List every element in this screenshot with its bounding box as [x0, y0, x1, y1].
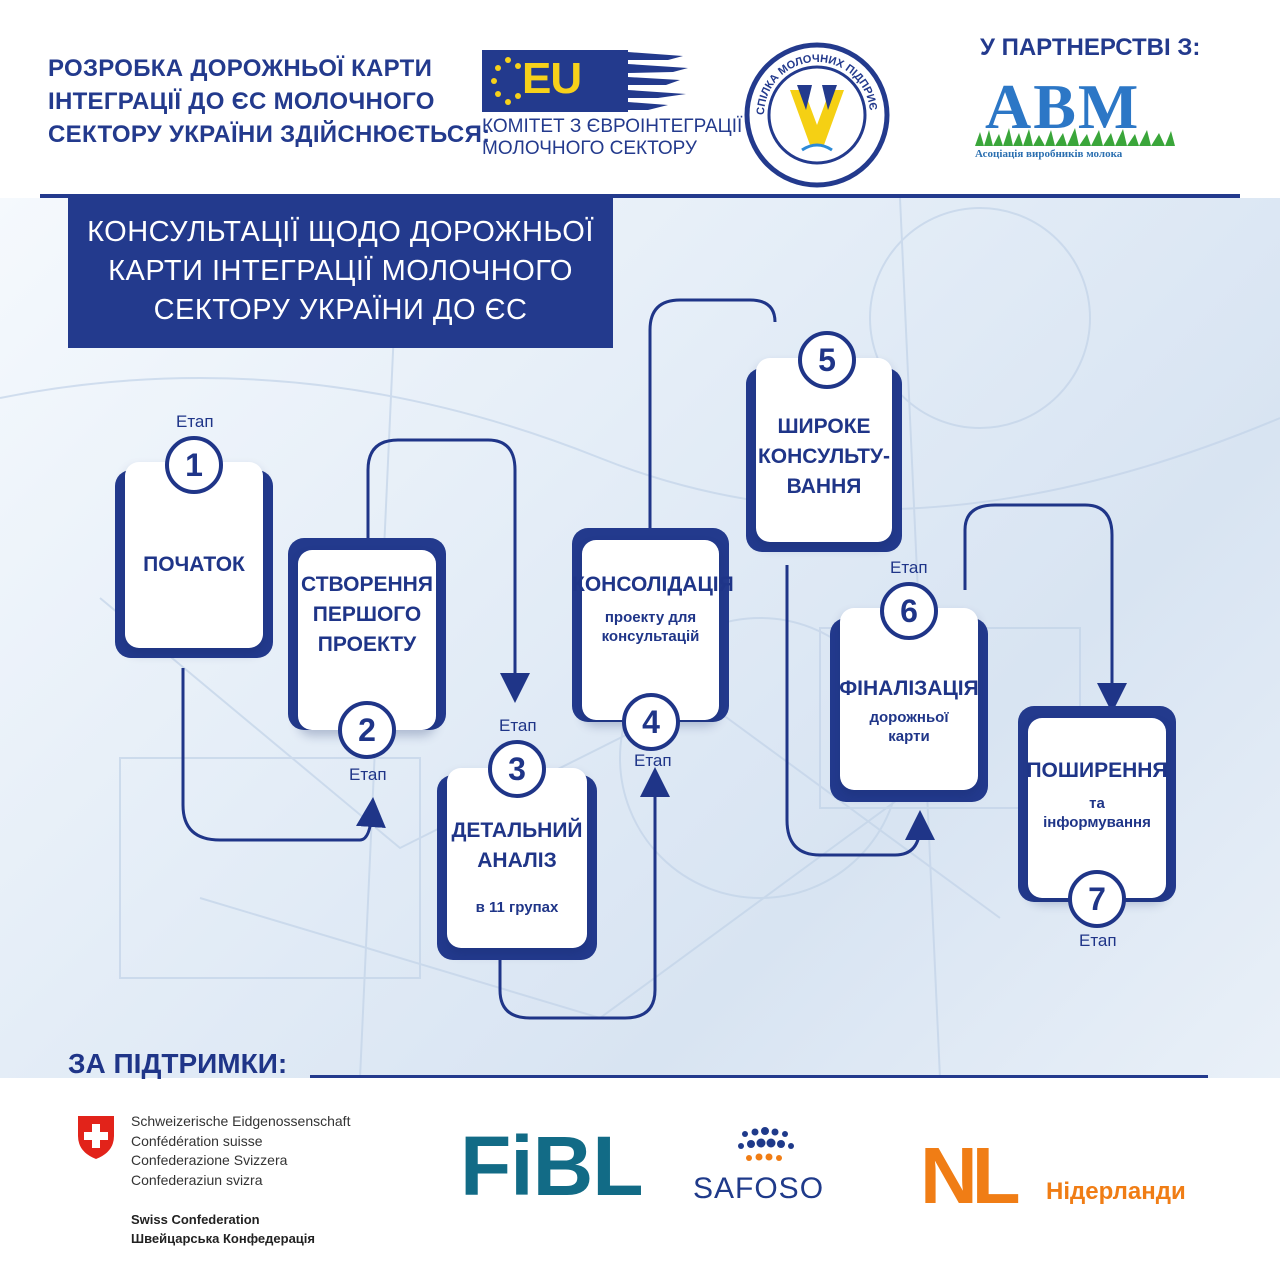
avm-letters: АВМ: [985, 71, 1141, 142]
stage-3-sub: в 11 групах: [475, 899, 559, 916]
connector-5-6: [785, 565, 935, 857]
header-text: РОЗРОБКА ДОРОЖНЬОЇ КАРТИ ІНТЕГРАЦІЇ ДО Є…: [48, 52, 491, 151]
stage-6-number: 6: [880, 582, 938, 640]
stage-5-line: КОНСУЛЬТУ-: [757, 445, 891, 468]
stage-3-line: АНАЛІЗ: [477, 849, 557, 872]
swiss-shield-icon: [78, 1116, 114, 1159]
stage-4-sub-line: консультацій: [601, 628, 700, 645]
header-line: ІНТЕГРАЦІЇ ДО ЄС МОЛОЧНОГО: [48, 88, 435, 115]
stage-7-sub-line: інформування: [1043, 814, 1151, 831]
connector-4-5: [648, 298, 777, 528]
title-line: КОНСУЛЬТАЦІЇ ЩОДО ДОРОЖНЬОЇ: [87, 216, 594, 248]
stage-7-title: ПОШИРЕННЯ: [1026, 759, 1168, 782]
fibl-logo: FiBL: [460, 1119, 644, 1213]
stage-3-line: ДЕТАЛЬНИЙ: [451, 819, 583, 842]
swiss-line: Confederazione Svizzera: [131, 1152, 288, 1168]
eu-caption-line: КОМІТЕТ З ЄВРОІНТЕГРАЦІЇ: [482, 116, 743, 137]
stage-2-label: Етап: [349, 765, 387, 784]
stage-3-card: ДЕТАЛЬНИЙ АНАЛІЗ в 11 групах: [447, 768, 587, 948]
eu-mark: EU: [522, 54, 582, 103]
stage-6-sub: дорожньої карти: [840, 708, 978, 746]
connector-1-2: [181, 668, 386, 842]
swiss-line: Schweizerische Eidgenossenschaft: [131, 1113, 351, 1129]
stage-2-line: СТВОРЕННЯ: [301, 573, 433, 596]
grass-icon: [975, 128, 1175, 146]
connector-6-7: [963, 503, 1127, 713]
support-divider: [310, 1075, 1208, 1078]
stage-4-card: КОНСОЛІДАЦІЯ проекту для консультацій: [572, 540, 734, 720]
stage-3-label: Етап: [499, 716, 537, 735]
header-line: СЕКТОРУ УКРАЇНИ ЗДІЙСНЮЄТЬСЯ:: [48, 121, 491, 148]
safoso-logo: SAFOSO: [693, 1172, 825, 1205]
swiss-line: Confédération suisse: [131, 1132, 263, 1149]
avm-caption: Асоціація виробників молока: [975, 148, 1123, 160]
stage-3-title: ДЕТАЛЬНИЙ АНАЛІЗ: [447, 816, 587, 876]
eu-committee-logo: EU КОМІТЕТ З ЄВРОІНТЕГРАЦІЇ МОЛОЧНОГО СЕ…: [482, 50, 742, 162]
stage-4-sub: проекту для консультацій: [582, 608, 719, 646]
stage-7-label: Етап: [1079, 931, 1117, 950]
stage-4-number: 4: [622, 693, 680, 751]
stage-3-number: 3: [488, 740, 546, 798]
swiss-confederation-text: Swiss Confederation Швейцарська Конфедер…: [131, 1210, 315, 1248]
stage-1-title: ПОЧАТОК: [143, 553, 245, 576]
swiss-confederation-logo: Schweizerische Eidgenossenschaft Confédé…: [76, 1112, 406, 1252]
stage-2-line: ПРОЕКТУ: [317, 633, 417, 656]
nl-logo: NL: [920, 1131, 1021, 1220]
stage-7-number: 7: [1068, 870, 1126, 928]
header-line: РОЗРОБКА ДОРОЖНЬОЇ КАРТИ: [48, 55, 433, 82]
title-line: СЕКТОРУ УКРАЇНИ ДО ЄС: [153, 294, 528, 326]
blueprint-pattern: [0, 198, 1280, 1078]
stage-5-line: ШИРОКЕ: [777, 415, 871, 438]
connector-3-4: [498, 767, 670, 1020]
stage-6-sub-line: карти: [888, 728, 930, 745]
stage-2-card: СТВОРЕННЯ ПЕРШОГО ПРОЕКТУ: [298, 550, 436, 730]
stage-2-number: 2: [338, 701, 396, 759]
swiss-conf-line: Швейцарська Конфедерація: [131, 1231, 315, 1246]
stage-4-title: КОНСОЛІДАЦІЯ: [572, 573, 734, 596]
stage-5-title: ШИРОКЕ КОНСУЛЬТУ- ВАННЯ: [746, 412, 902, 502]
stage-2-title: СТВОРЕННЯ ПЕРШОГО ПРОЕКТУ: [298, 570, 436, 660]
stage-2-line: ПЕРШОГО: [312, 603, 422, 626]
stage-6-title: ФІНАЛІЗАЦІЯ: [839, 677, 979, 700]
connector-2-3: [366, 438, 530, 703]
eu-caption: КОМІТЕТ З ЄВРОІНТЕГРАЦІЇ МОЛОЧНОГО СЕКТО…: [482, 116, 742, 160]
stage-1-number: 1: [165, 436, 223, 494]
stage-6-sub-line: дорожньої: [869, 709, 949, 726]
partner-title: У ПАРТНЕРСТВІ З:: [980, 34, 1201, 61]
stage-6-label: Етап: [890, 558, 928, 577]
support-title: ЗА ПІДТРИМКИ:: [68, 1048, 288, 1079]
stage-5-line: ВАННЯ: [786, 475, 862, 498]
stage-4-label: Етап: [634, 751, 672, 770]
brush-stripes-icon: [628, 52, 688, 110]
netherlands-text: Нідерланди: [1046, 1178, 1186, 1205]
header-divider: [40, 194, 1240, 198]
eu-stars-icon: [491, 57, 521, 105]
stage-7-sub-line: та: [1089, 795, 1105, 812]
eu-flag: EU: [482, 50, 628, 112]
stage-7-sub: та інформування: [1028, 794, 1166, 832]
dairy-union-logo: СПІЛКА МОЛОЧНИХ ПІДПРИЄМСТВ УКРАЇНИ: [742, 40, 890, 188]
avm-logo: АВМ Асоціація виробників молока: [975, 70, 1175, 165]
swiss-line: Confederaziun svizra: [131, 1171, 263, 1188]
stage-5-number: 5: [798, 331, 856, 389]
stage-1-label: Етап: [176, 412, 214, 431]
stage-4-sub-line: проекту для: [604, 609, 697, 626]
swiss-names: Schweizerische Eidgenossenschaft Confédé…: [131, 1112, 350, 1190]
swiss-conf-line: Swiss Confederation: [131, 1212, 260, 1227]
stage-7-card: ПОШИРЕННЯ та інформування: [1026, 718, 1168, 898]
diagram-title: КОНСУЛЬТАЦІЇ ЩОДО ДОРОЖНЬОЇ КАРТИ ІНТЕГР…: [68, 198, 613, 348]
title-line: КАРТИ ІНТЕГРАЦІЇ МОЛОЧНОГО: [108, 255, 573, 287]
eu-caption-line: МОЛОЧНОГО СЕКТОРУ: [482, 138, 697, 159]
safoso-dots-icon: [738, 1127, 794, 1161]
